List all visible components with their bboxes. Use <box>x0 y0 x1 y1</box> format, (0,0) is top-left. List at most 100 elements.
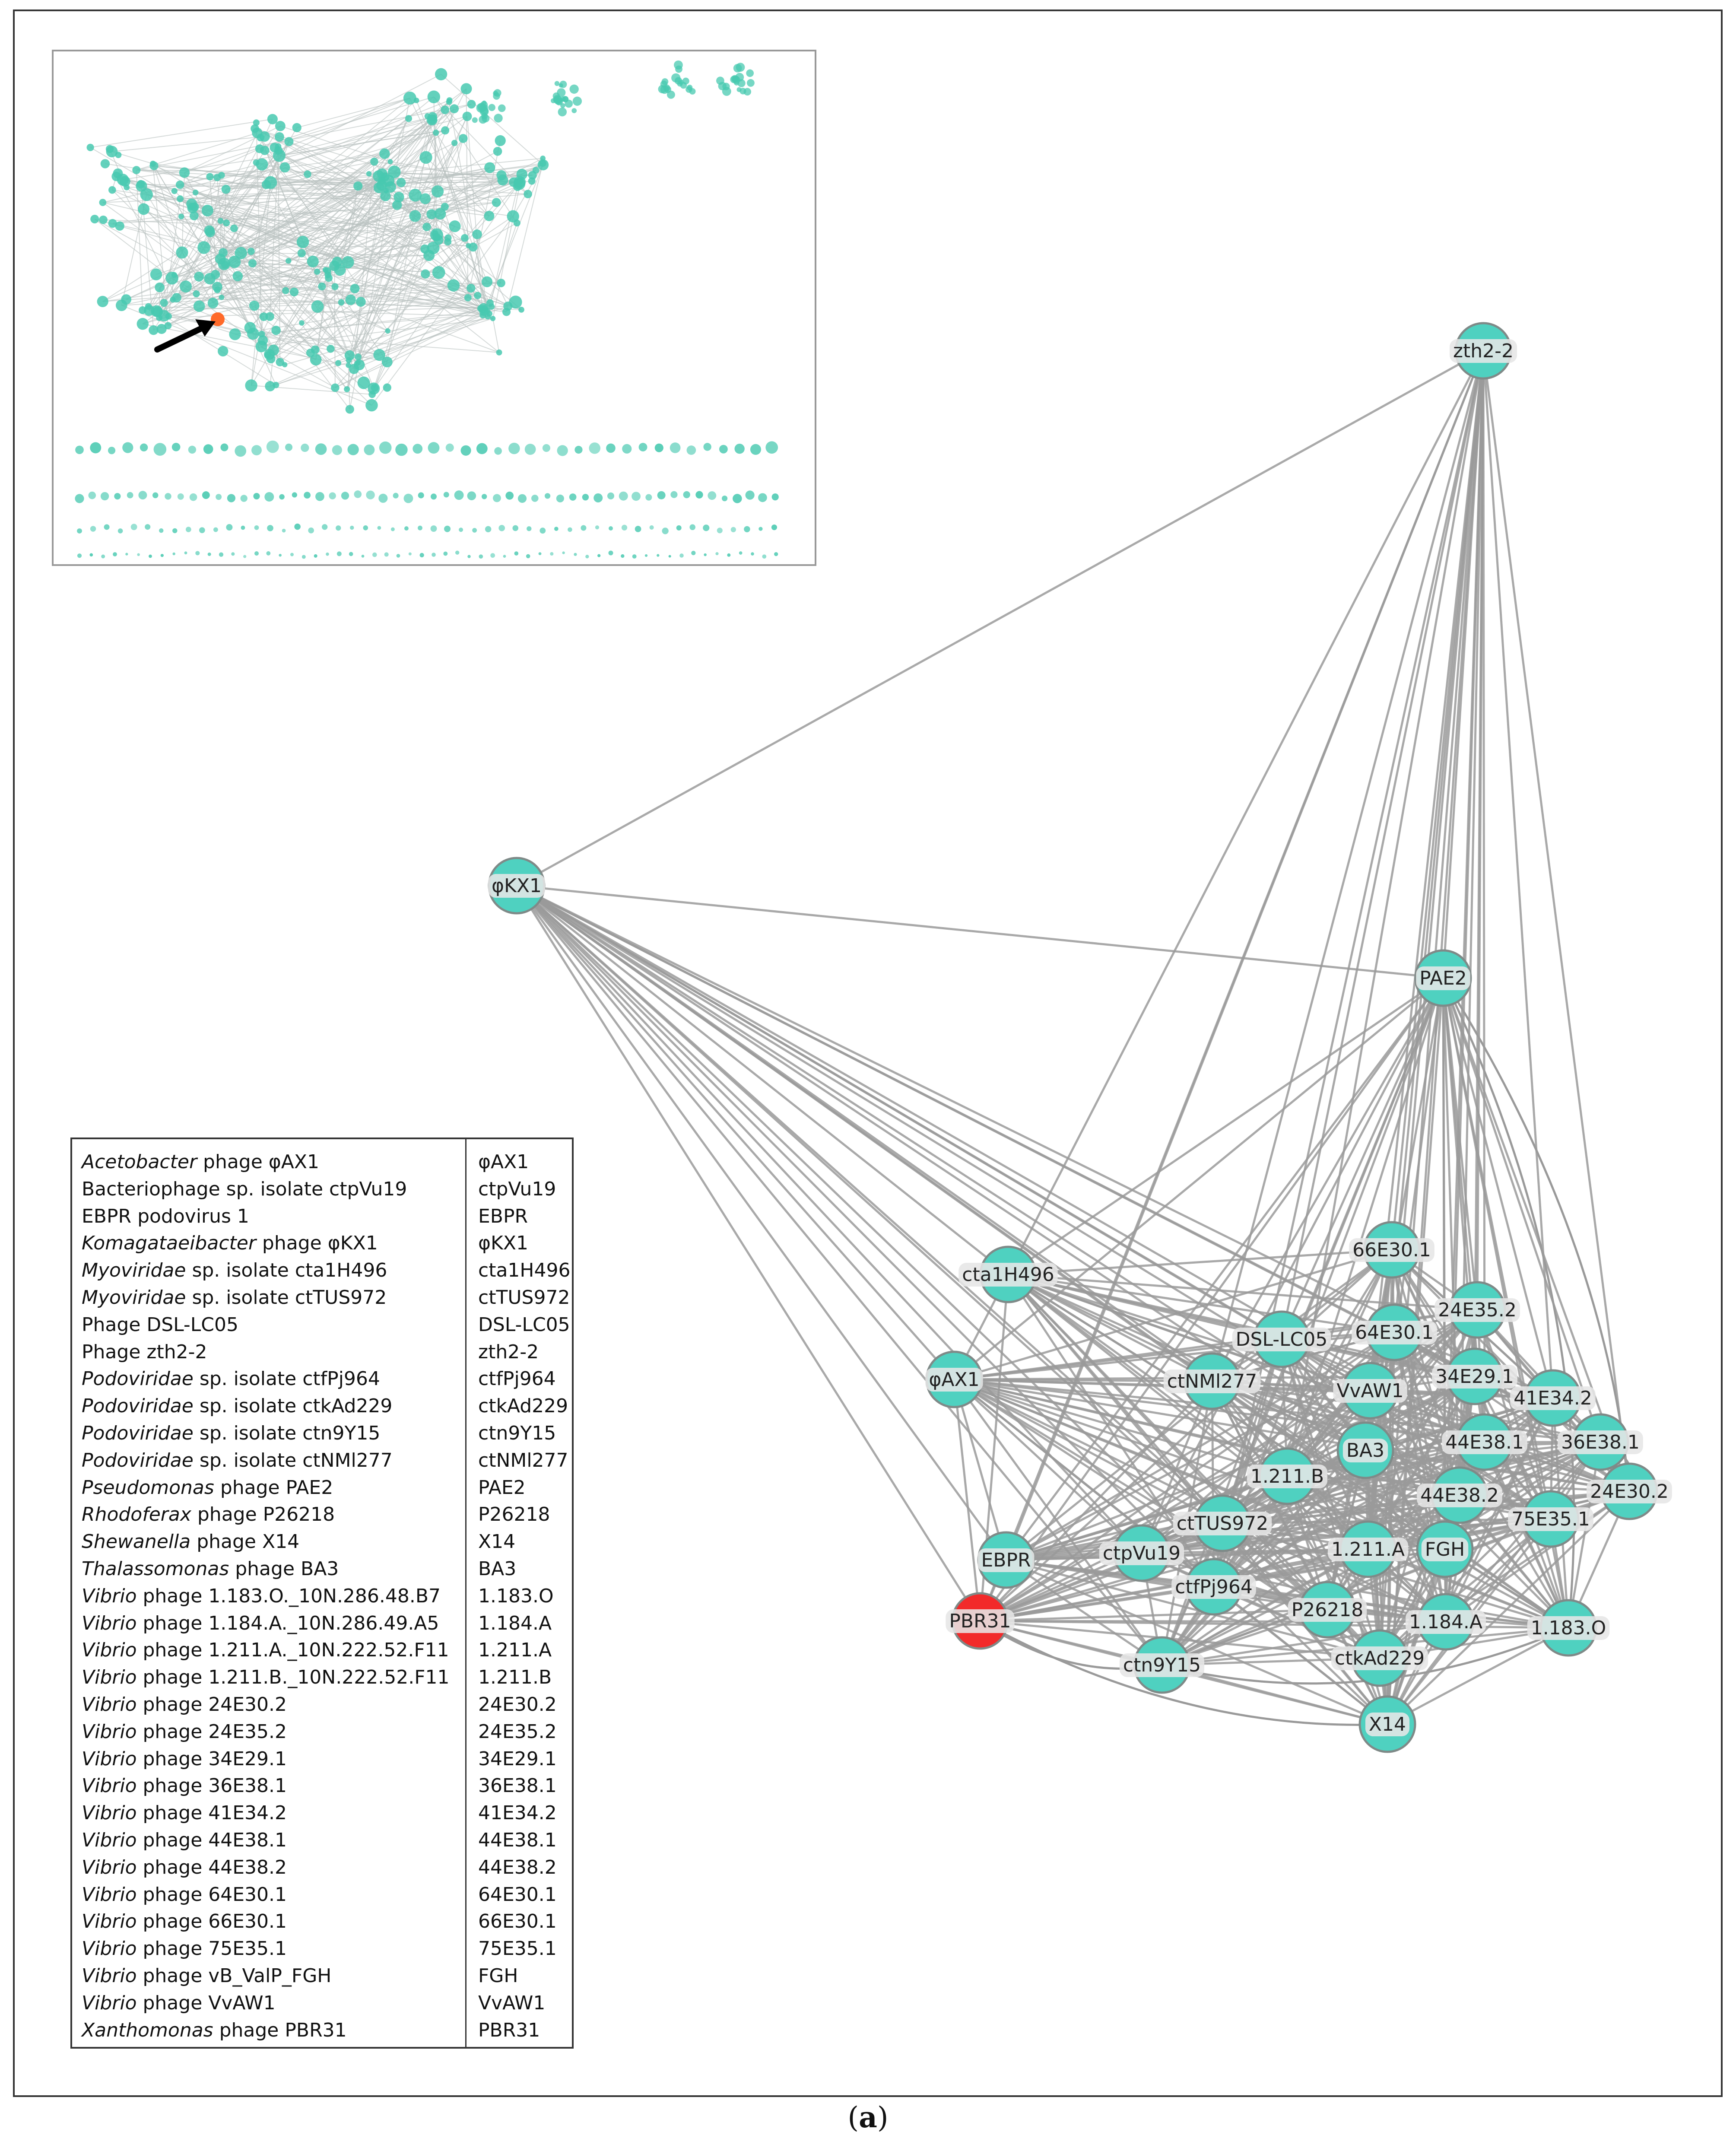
node-label: zth2-2 <box>1453 340 1514 362</box>
overview-component <box>517 494 527 503</box>
node-PBR31[interactable]: PBR31 <box>946 1592 1015 1650</box>
overview-component <box>670 442 681 453</box>
node-1.183.O[interactable]: 1.183.O <box>1527 1599 1610 1657</box>
edge-cta1H496-1.211.B <box>1007 1273 1288 1478</box>
node-ctkAd229[interactable]: ctkAd229 <box>1331 1629 1428 1687</box>
overview-node <box>388 165 401 178</box>
legend-genus: Vibrio <box>82 1748 137 1770</box>
node-BA3[interactable]: BA3 <box>1336 1421 1394 1479</box>
overview-edge <box>288 167 490 261</box>
legend-genus: Vibrio <box>82 1856 137 1878</box>
node-1.211.A[interactable]: 1.211.A <box>1327 1520 1409 1578</box>
overview-node <box>396 178 406 187</box>
edge-zth2-2-44E38.1 <box>1482 350 1486 1443</box>
overview-node <box>282 287 289 294</box>
node-41E34.2[interactable]: 41E34.2 <box>1510 1369 1596 1427</box>
overview-node <box>680 82 687 89</box>
node-PAE2[interactable]: PAE2 <box>1414 949 1472 1007</box>
node-ctfPj964[interactable]: ctfPj964 <box>1171 1558 1256 1616</box>
node-label: 24E30.2 <box>1590 1481 1669 1503</box>
node-FGH[interactable]: FGH <box>1416 1520 1474 1578</box>
overview-node <box>268 344 279 356</box>
node-24E30.2[interactable]: 24E30.2 <box>1587 1462 1672 1520</box>
edge-66E30.1-ctNMl277 <box>1211 1249 1393 1382</box>
overview-node <box>284 137 294 146</box>
legend-abbreviation: 34E29.1 <box>478 1748 557 1770</box>
legend-genus: Vibrio <box>82 1775 137 1797</box>
overview-edge <box>427 116 490 314</box>
overview-node <box>444 234 452 241</box>
node-cta1H496[interactable]: cta1H496 <box>958 1246 1058 1303</box>
node-44E38.2[interactable]: 44E38.2 <box>1417 1466 1502 1524</box>
overview-edge <box>259 148 508 307</box>
overview-node <box>380 191 391 201</box>
node-DSL-LC05[interactable]: DSL-LC05 <box>1232 1310 1331 1368</box>
node-P26218[interactable]: P26218 <box>1288 1581 1367 1639</box>
overview-component <box>89 553 93 557</box>
overview-component <box>152 492 159 499</box>
node-24E35.2[interactable]: 24E35.2 <box>1435 1281 1520 1339</box>
overview-node <box>335 360 342 366</box>
overview-node <box>172 293 181 303</box>
node-ctn9Y15[interactable]: ctn9Y15 <box>1119 1636 1205 1694</box>
overview-edge <box>315 274 329 360</box>
node-66E30.1[interactable]: 66E30.1 <box>1349 1221 1435 1279</box>
overview-component <box>668 555 671 558</box>
node-label: φKX1 <box>492 875 542 897</box>
overview-component <box>619 491 628 501</box>
node-44E38.1[interactable]: 44E38.1 <box>1442 1413 1527 1471</box>
node-64E30.1[interactable]: 64E30.1 <box>1352 1303 1437 1361</box>
overview-component <box>241 525 245 530</box>
legend-name-rest: phage PBR31 <box>213 2019 347 2041</box>
overview-edge <box>261 164 500 353</box>
overview-component <box>336 551 342 556</box>
edge-75E35.1-ctkAd229 <box>1379 1518 1552 1659</box>
edge-44E38.2-PBR31 <box>980 1494 1460 1622</box>
overview-edge <box>102 190 386 203</box>
node-label: ctkAd229 <box>1335 1647 1425 1669</box>
overview-node <box>432 266 445 279</box>
overview-node <box>461 234 469 242</box>
legend-full-name: Vibrio phage 41E34.2 <box>82 1800 287 1827</box>
node-label-background <box>1405 1610 1486 1634</box>
node-ctNMl277[interactable]: ctNMl277 <box>1163 1352 1261 1410</box>
overview-component <box>670 491 678 498</box>
legend-genus: Vibrio <box>82 1612 137 1634</box>
overview-node <box>256 158 268 171</box>
node-X14[interactable]: X14 <box>1358 1695 1416 1753</box>
node-zth2-2[interactable]: zth2-2 <box>1449 322 1517 380</box>
overview-component <box>130 524 137 531</box>
node-34E29.1[interactable]: 34E29.1 <box>1432 1347 1517 1405</box>
node-1.184.A[interactable]: 1.184.A <box>1405 1593 1486 1651</box>
overview-edge <box>448 102 489 317</box>
overview-node <box>484 210 495 221</box>
edge-cta1H496-1.211.A <box>1007 1274 1369 1550</box>
overview-component <box>354 490 362 498</box>
node-75E35.1[interactable]: 75E35.1 <box>1508 1490 1593 1548</box>
node-EBPR[interactable]: EBPR <box>977 1531 1035 1589</box>
overview-component <box>554 527 559 531</box>
node-VvAW1[interactable]: VvAW1 <box>1333 1362 1407 1420</box>
node-1.211.B[interactable]: 1.211.B <box>1247 1447 1328 1505</box>
overview-node <box>496 349 502 356</box>
node-ctTUS972[interactable]: ctTUS972 <box>1173 1494 1272 1552</box>
overview-node <box>115 221 124 231</box>
legend-name-rest: sp. isolate ctfPj964 <box>193 1368 380 1390</box>
overview-component <box>556 494 564 502</box>
overview-component <box>419 553 424 558</box>
overview-component <box>363 525 368 531</box>
node-ctpVu19[interactable]: ctpVu19 <box>1099 1524 1184 1582</box>
overview-component <box>235 445 247 457</box>
overview-component <box>301 555 306 559</box>
node-φKX1[interactable]: φKX1 <box>488 857 546 915</box>
node-36E38.1[interactable]: 36E38.1 <box>1558 1413 1643 1471</box>
node-φAX1[interactable]: φAX1 <box>925 1350 983 1408</box>
legend-abbreviation: ctTUS972 <box>478 1287 570 1309</box>
edge-φKX1-ctfPj964 <box>516 885 1215 1588</box>
overview-node <box>259 312 268 321</box>
overview-node <box>192 189 199 196</box>
overview-node <box>495 135 506 146</box>
overview-component <box>683 491 690 499</box>
